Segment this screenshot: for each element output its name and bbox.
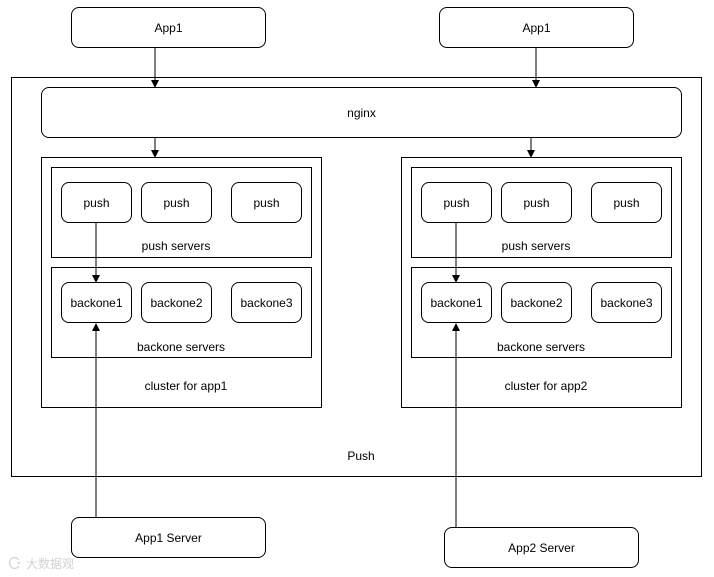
push-frame bbox=[11, 77, 702, 477]
push-node-left-2: push bbox=[141, 182, 212, 223]
push-servers-left-label: push servers bbox=[141, 239, 211, 253]
push-node-right-2: push bbox=[501, 182, 572, 223]
nginx-node: nginx bbox=[41, 87, 682, 138]
push-frame-label: Push bbox=[347, 449, 375, 463]
cluster-right-label: cluster for app2 bbox=[504, 379, 588, 393]
top-app-right: App1 bbox=[439, 7, 634, 48]
app1-server-node: App1 Server bbox=[71, 517, 266, 558]
push-servers-left-group bbox=[51, 167, 312, 258]
backone-node-left-2: backone2 bbox=[141, 282, 212, 323]
cluster-right bbox=[401, 157, 682, 408]
push-servers-right-group bbox=[411, 167, 672, 258]
watermark-text: 大数据观 bbox=[26, 556, 75, 571]
push-node-left-1: push bbox=[61, 182, 132, 223]
backone-node-right-3: backone3 bbox=[591, 282, 662, 323]
push-node-right-3: push bbox=[591, 182, 662, 223]
backone-node-right-1: backone1 bbox=[421, 282, 492, 323]
push-node-left-3: push bbox=[231, 182, 302, 223]
push-node-right-1: push bbox=[421, 182, 492, 223]
watermark: 大数据观 bbox=[5, 551, 100, 575]
top-app-left: App1 bbox=[71, 7, 266, 48]
backone-servers-left-label: backone servers bbox=[136, 340, 226, 354]
backone-node-right-2: backone2 bbox=[501, 282, 572, 323]
backone-node-left-3: backone3 bbox=[231, 282, 302, 323]
cluster-left-label: cluster for app1 bbox=[144, 379, 228, 393]
push-servers-right-label: push servers bbox=[501, 239, 571, 253]
backone-servers-right-group bbox=[411, 267, 672, 358]
app2-server-node: App2 Server bbox=[444, 527, 639, 568]
backone-node-left-1: backone1 bbox=[61, 282, 132, 323]
watermark-logo-icon bbox=[8, 556, 21, 570]
cluster-left bbox=[41, 157, 322, 408]
backone-servers-left-group bbox=[51, 267, 312, 358]
backone-servers-right-label: backone servers bbox=[496, 340, 586, 354]
